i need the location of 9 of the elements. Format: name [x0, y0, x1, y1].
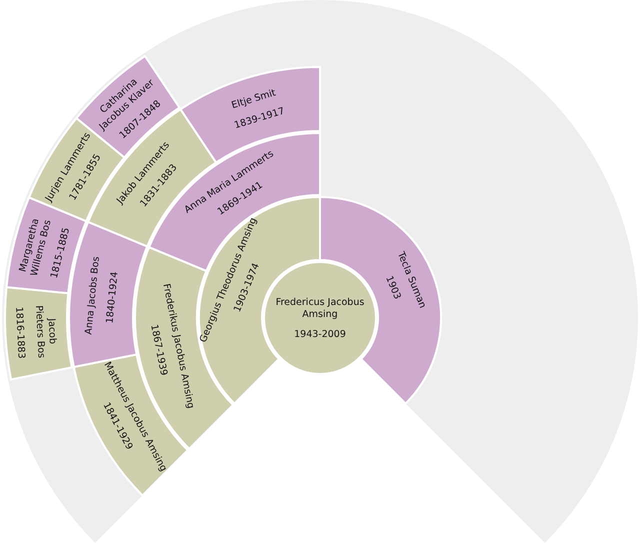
life-dates: 1903: [383, 274, 403, 302]
person-circle: [263, 261, 377, 375]
person-name: Fredericus Jacobus Amsing: [276, 297, 364, 320]
person-name: Anna Jacobs Bos: [83, 256, 102, 336]
life-dates: 1840-1924: [104, 271, 121, 324]
life-dates: 1816-1883: [13, 306, 27, 359]
person-segment: [4, 286, 73, 380]
life-dates: 1943-2009: [294, 329, 346, 340]
person-name: Jacob Pieters Bos: [33, 305, 58, 358]
